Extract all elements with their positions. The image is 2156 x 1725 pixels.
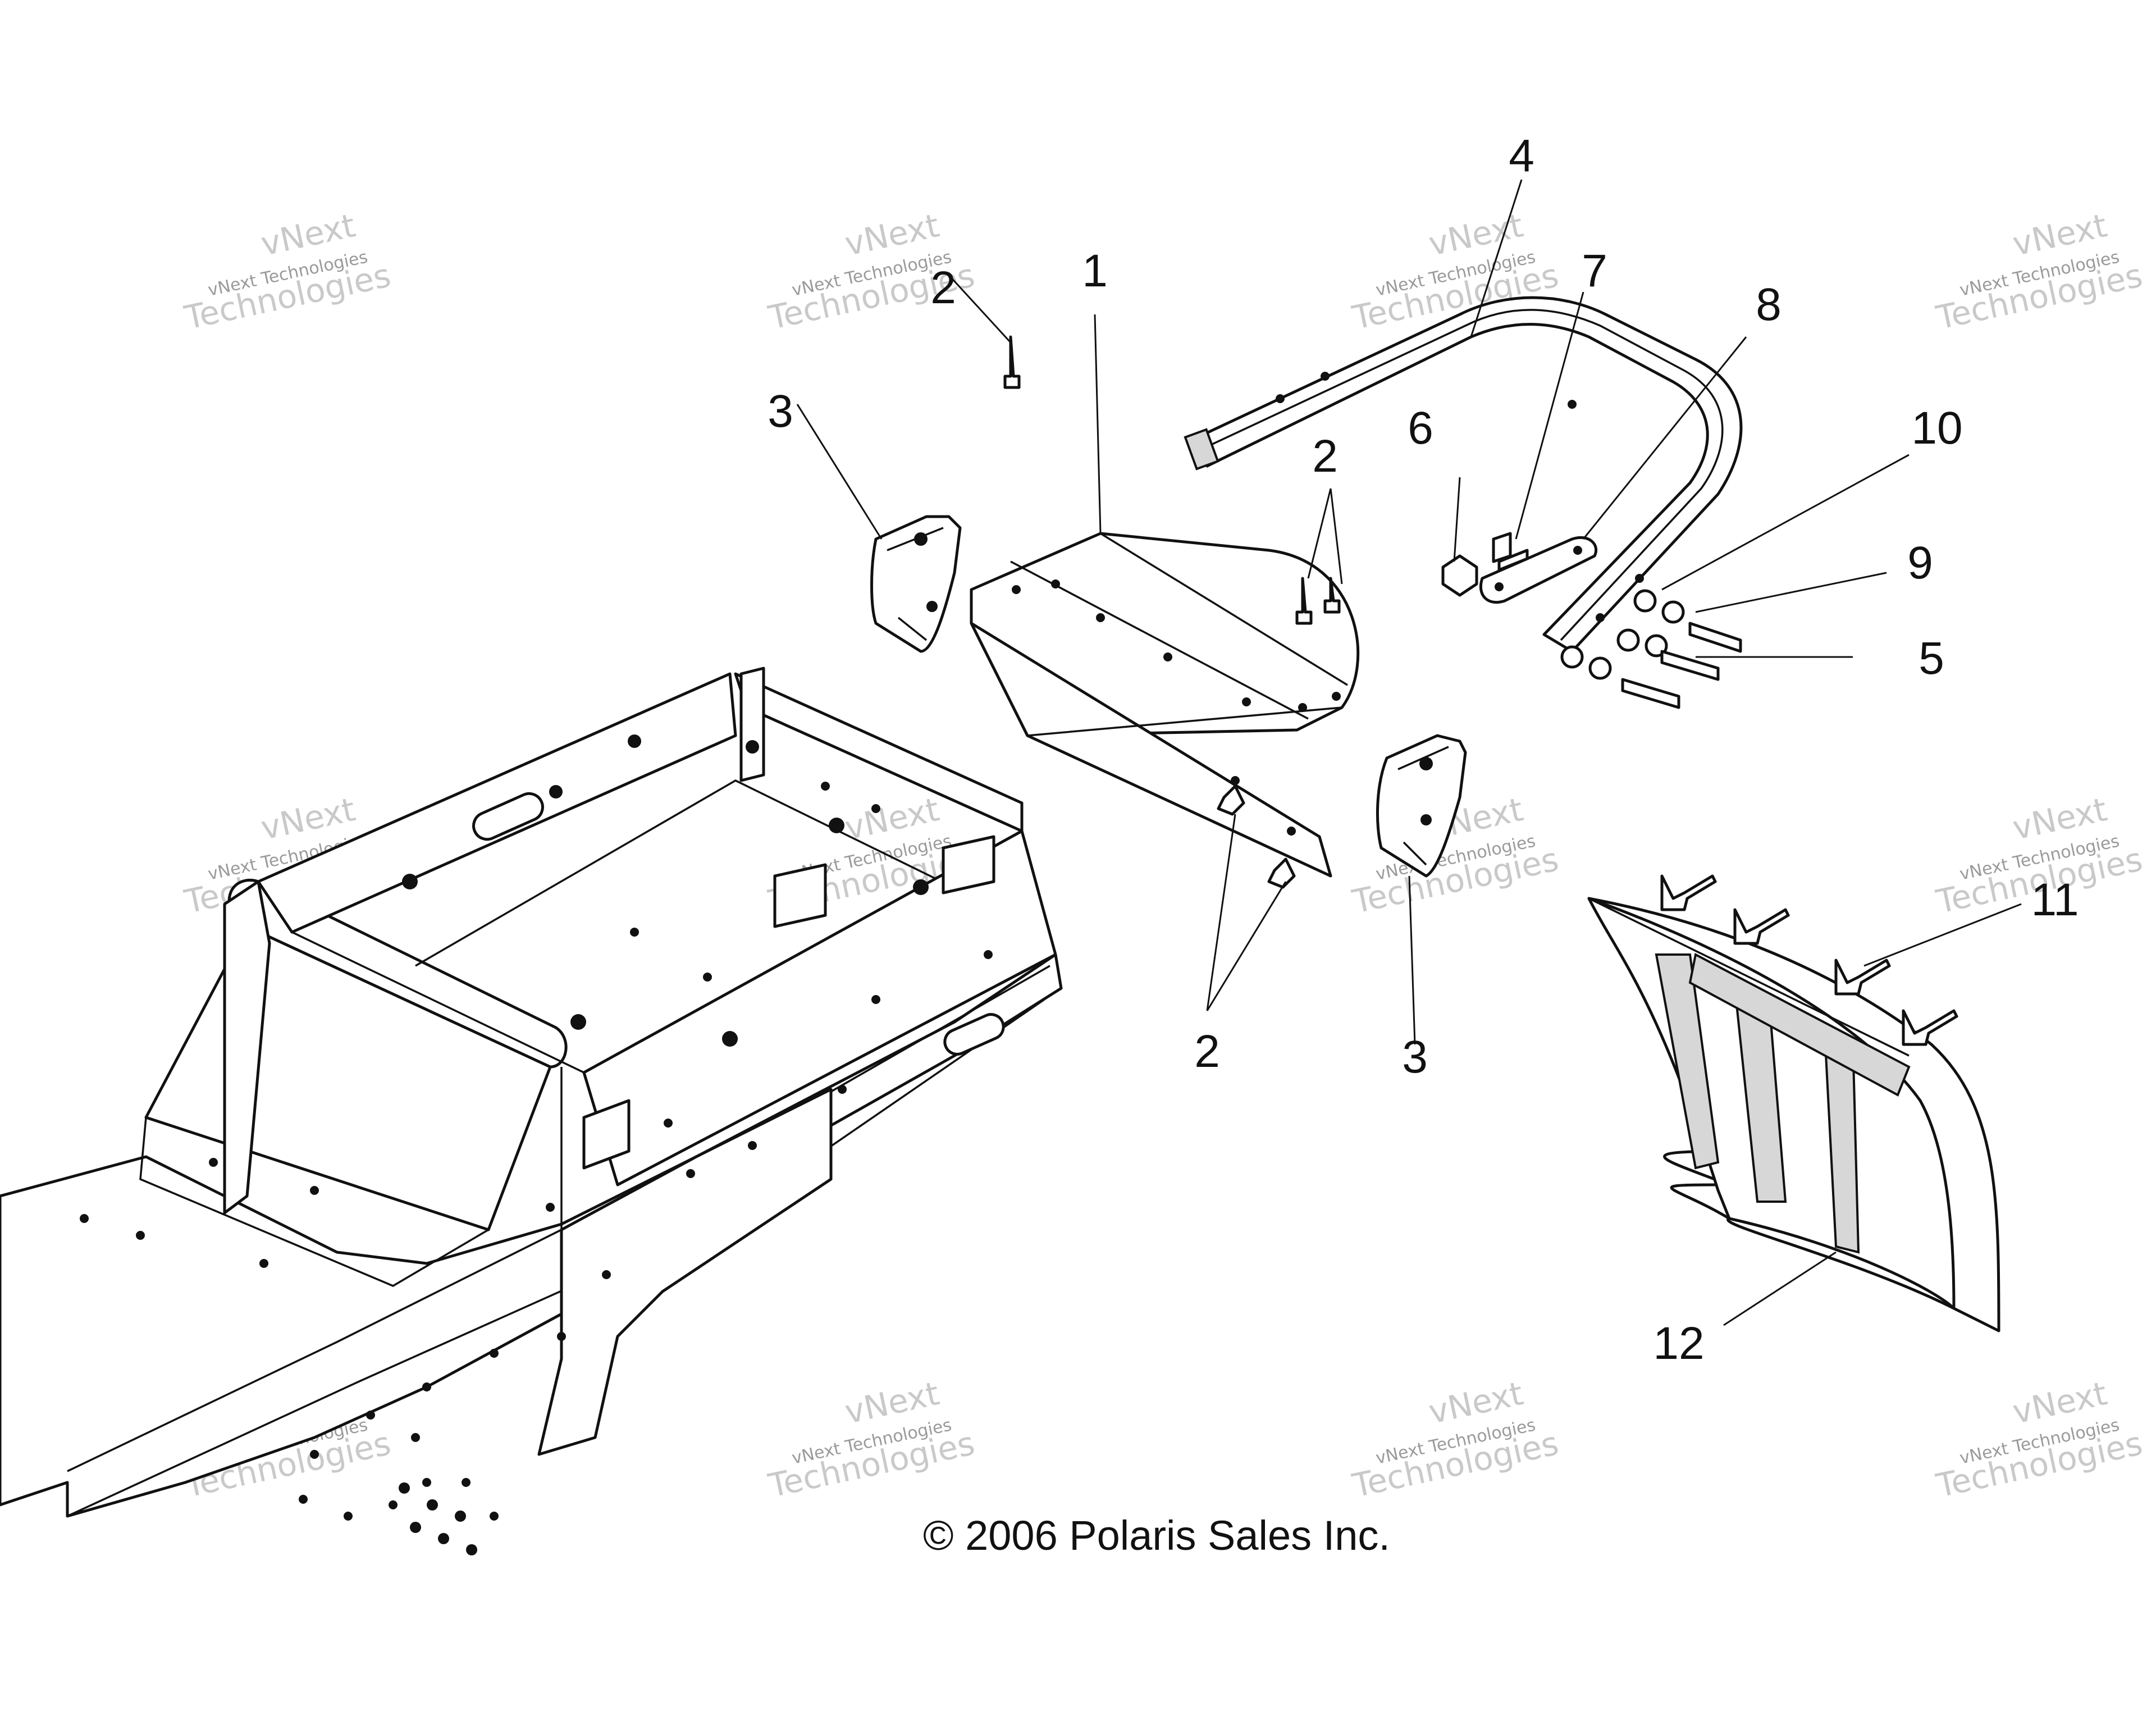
callout-5: 5: [1919, 633, 1944, 684]
callout-9: 9: [1907, 537, 1933, 588]
callout-3-left: 3: [768, 386, 793, 437]
part-12-snow-flap: [1587, 874, 2000, 1332]
watermark: vNext vNext Technologies Technologies: [765, 1374, 978, 1505]
watermark: vNext vNext Technologies Technologies: [1349, 1374, 1562, 1505]
callout-8: 8: [1756, 279, 1782, 330]
watermark: vNext vNext Technologies Technologies: [1933, 206, 2146, 337]
callout-10: 10: [1911, 403, 1962, 454]
part-1-rack-panel: [970, 532, 1360, 878]
callouts: 1 2 2 2 3 3 4 5 6 7 8 9 10 11 12: [768, 130, 2079, 1369]
hardware-fasteners: [1441, 532, 1742, 709]
part-2-rivets: [1003, 335, 1341, 889]
callout-2-bottom: 2: [1194, 1026, 1220, 1077]
callout-1: 1: [1082, 245, 1108, 296]
part-3-bracket-left: [870, 515, 962, 653]
callout-2-right: 2: [1312, 431, 1338, 482]
watermark: vNext vNext Technologies Technologies: [1933, 1374, 2146, 1505]
callout-7: 7: [1582, 245, 1607, 296]
leader-lines: [796, 179, 2022, 1326]
callout-3-right: 3: [1402, 1032, 1428, 1083]
watermark: vNext vNext Technologies Technologies: [181, 206, 394, 337]
callout-12: 12: [1653, 1318, 1704, 1369]
part-8-hinge-plate: [1479, 536, 1598, 604]
part-3-bracket-right: [1376, 734, 1467, 878]
copyright-text: © 2006 Polaris Sales Inc.: [923, 1512, 1390, 1559]
tunnel-chassis: [0, 667, 1063, 1555]
callout-11: 11: [2031, 874, 2079, 925]
callout-2-top: 2: [930, 262, 956, 313]
part-4-bumper-hoop: [1184, 296, 1743, 653]
callout-6: 6: [1408, 403, 1433, 454]
callout-4: 4: [1509, 130, 1534, 181]
